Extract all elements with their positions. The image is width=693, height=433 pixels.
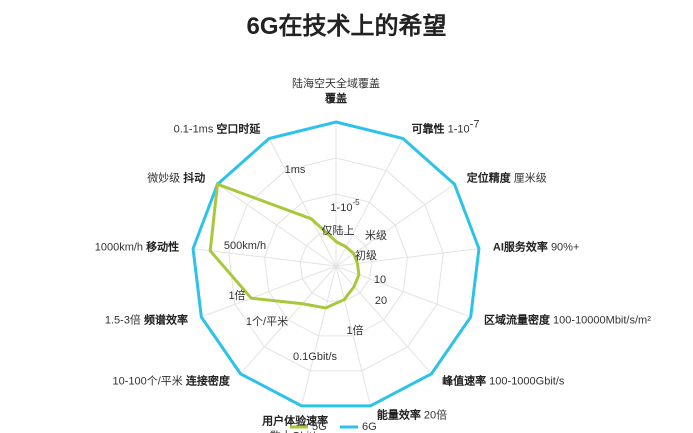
- grid-ring-2: [264, 193, 408, 337]
- chart-title: 6G在技术上的希望: [246, 13, 447, 40]
- axis-labels: 可靠性 1-10-7 定位精度 厘米级 AI服务效率 90%+ 区域流量密度 100-…: [95, 119, 651, 422]
- axis-5g-value: 初级: [355, 248, 377, 262]
- axis-name: 峰值速率: [442, 373, 486, 387]
- grid-spoke: [335, 265, 371, 406]
- series-6G: [191, 120, 481, 408]
- grid-ring-1: [299, 229, 373, 302]
- axis-name: 频谱效率: [144, 313, 188, 327]
- axis-label: 10-100个/平米 连接密度: [113, 373, 231, 387]
- axis-5g-value: 0.1Gbit/s: [293, 351, 338, 363]
- axis-5g-value: 1-10-5: [330, 198, 360, 214]
- legend-label-6G: 6G: [362, 421, 377, 433]
- axis-6g-value: 微妙级: [147, 170, 180, 184]
- series-5G: [208, 182, 361, 310]
- axis-6g-value: 1.5-3倍: [105, 313, 141, 327]
- axis-6g-value: 厘米级: [514, 171, 547, 184]
- axis-label: 可靠性 1-10-7: [412, 119, 480, 136]
- grid-spoke: [268, 138, 337, 267]
- radar-grid: [192, 122, 480, 406]
- grid-spoke: [335, 265, 432, 375]
- axis-6g-value: 数十Gbit/s: [270, 428, 321, 433]
- grid-ring-3: [228, 157, 444, 372]
- axis-label: 区域流量密度 100-10000Mbit/s/m²: [484, 313, 651, 327]
- grid-spoke: [201, 265, 337, 318]
- axis-6g-value: 20倍: [424, 407, 447, 421]
- axis-5g-value: 1倍: [228, 288, 245, 302]
- axis-5g-value: 20: [375, 295, 387, 307]
- axis-6g-value: 陆海空天全域覆盖: [292, 76, 380, 90]
- axis-6g-value: 0.1-1ms: [174, 124, 214, 136]
- grid-spoke: [335, 265, 471, 318]
- axis-label: 0.1-1ms 空口时延: [174, 122, 262, 136]
- axis-name: 空口时延: [216, 122, 261, 136]
- axis-label: 峰值速率 100-1000Gbit/s: [442, 373, 565, 387]
- axis-label: 微妙级 抖动: [147, 170, 205, 184]
- axis-6g-value: 1000km/h: [95, 241, 143, 253]
- axis-label: AI服务效率 90%+: [493, 239, 580, 253]
- axis-name: AI服务效率: [493, 239, 548, 253]
- axis-name: 能量效率: [377, 407, 421, 421]
- axis-5g-value: 米级: [365, 229, 387, 242]
- grid-spoke: [217, 183, 337, 267]
- legend: 5G 6G: [290, 421, 377, 433]
- grid-spoke: [335, 248, 480, 267]
- axis-5g-value: 1个/平米: [246, 315, 288, 328]
- axis-label: 能量效率 20倍: [377, 407, 447, 421]
- axis-6g-value: 90%+: [551, 241, 579, 253]
- axis-label: 1000km/h 移动性: [95, 239, 179, 253]
- axis-5g-value: 1倍: [346, 323, 363, 337]
- grid-spoke: [192, 248, 337, 267]
- legend-label-5G: 5G: [312, 421, 327, 433]
- axis-6g-value: 100-1000Gbit/s: [489, 375, 565, 387]
- grid-spoke: [301, 265, 337, 406]
- axis-name: 连接密度: [186, 373, 231, 387]
- axis-6g-value: 100-10000Mbit/s/m²: [553, 315, 651, 327]
- axis-name: 抖动: [183, 170, 205, 184]
- axis-name: 可靠性: [412, 122, 445, 136]
- axis-6g-value: 1-10: [448, 124, 470, 136]
- axis-5g-value: 10: [374, 274, 386, 286]
- axis-name: 用户体验速率: [262, 413, 328, 427]
- axis-5g-value: 500km/h: [224, 240, 266, 252]
- axis-name: 覆盖: [325, 91, 347, 105]
- axis-5g-value: 仅陆上: [322, 223, 355, 237]
- grid-spoke: [335, 183, 455, 267]
- grid-spoke: [335, 138, 404, 267]
- axis-5g-value: 1ms: [285, 164, 306, 176]
- axis-label: 定位精度 厘米级: [467, 170, 547, 184]
- grid-spoke: [240, 265, 337, 375]
- axis-label: 1.5-3倍 频谱效率: [105, 313, 188, 327]
- axis-name: 区域流量密度: [484, 313, 551, 327]
- inner-labels: 仅陆上1-10-5米级初级10201倍0.1Gbit/s1个/平米1倍500km…: [224, 164, 387, 363]
- axis-6g-value: 10-100个/平米: [113, 374, 183, 387]
- axis-name: 定位精度: [467, 170, 512, 184]
- axis-name: 移动性: [146, 239, 179, 253]
